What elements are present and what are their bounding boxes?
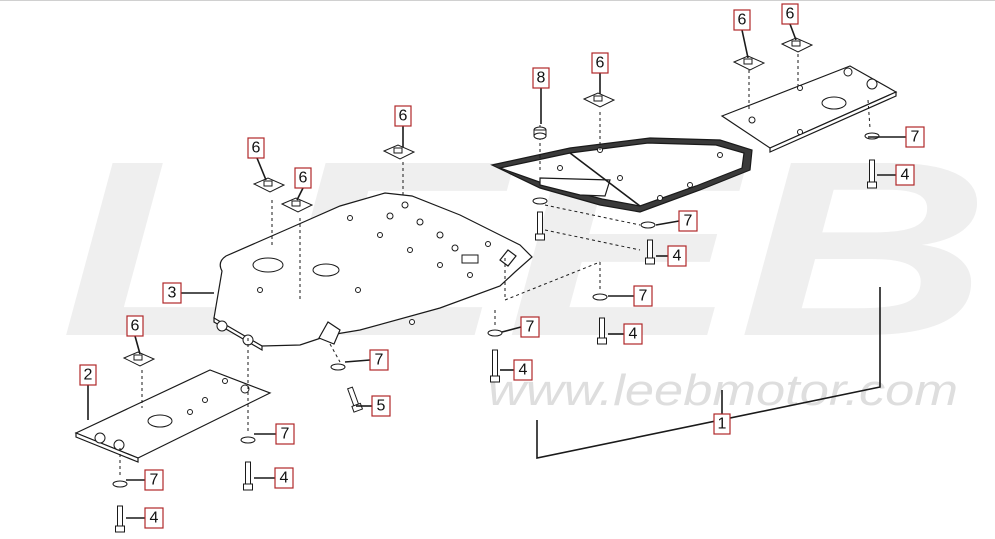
clips bbox=[122, 37, 814, 367]
callout-7: 7 bbox=[520, 316, 540, 338]
nut-8 bbox=[533, 126, 547, 140]
svg-text:4: 4 bbox=[519, 362, 528, 379]
svg-text:6: 6 bbox=[399, 108, 408, 125]
svg-text:6: 6 bbox=[131, 318, 140, 335]
svg-text:4: 4 bbox=[150, 510, 159, 527]
svg-text:7: 7 bbox=[281, 426, 290, 443]
callout-6: 6 bbox=[781, 3, 799, 25]
callout-2: 2 bbox=[79, 364, 97, 386]
callout-6: 6 bbox=[294, 167, 312, 189]
part-plate-left bbox=[74, 369, 272, 463]
svg-text:7: 7 bbox=[375, 352, 384, 369]
svg-text:7: 7 bbox=[150, 472, 159, 489]
callout-4: 4 bbox=[623, 323, 643, 345]
callout-7: 7 bbox=[369, 349, 389, 371]
svg-text:7: 7 bbox=[526, 319, 535, 336]
leader-lines bbox=[87, 23, 906, 519]
callout-6: 6 bbox=[591, 52, 609, 74]
svg-text:4: 4 bbox=[280, 470, 289, 487]
callout-6: 6 bbox=[394, 105, 412, 127]
svg-text:6: 6 bbox=[596, 55, 605, 72]
callouts: 8 6 6 6 6 6 6 6 7 7 7 7 7 7 7 7 4 4 4 4 … bbox=[79, 3, 925, 529]
callout-7: 7 bbox=[144, 469, 164, 491]
svg-text:4: 4 bbox=[673, 248, 682, 265]
callout-3: 3 bbox=[162, 282, 182, 304]
callout-4: 4 bbox=[667, 245, 687, 267]
callout-4: 4 bbox=[513, 359, 533, 381]
part-plate-center bbox=[490, 137, 753, 213]
callout-4: 4 bbox=[144, 507, 164, 529]
washers bbox=[112, 132, 880, 488]
callout-6: 6 bbox=[247, 137, 265, 159]
svg-text:1: 1 bbox=[718, 416, 727, 433]
svg-text:6: 6 bbox=[738, 12, 747, 29]
svg-text:5: 5 bbox=[377, 398, 386, 415]
top-border bbox=[0, 0, 995, 1]
callout-7: 7 bbox=[678, 210, 698, 232]
callout-4: 4 bbox=[274, 467, 294, 489]
svg-text:6: 6 bbox=[786, 6, 795, 23]
svg-text:6: 6 bbox=[299, 170, 308, 187]
callout-6: 6 bbox=[126, 315, 144, 337]
part-plate-right bbox=[720, 65, 898, 153]
watermark-brand: LEEB bbox=[60, 109, 990, 388]
dashed-guides bbox=[119, 54, 871, 478]
watermark-url: www.leebmotor.com bbox=[488, 366, 958, 415]
callout-8: 8 bbox=[532, 67, 550, 89]
callout-5: 5 bbox=[371, 395, 391, 417]
svg-text:7: 7 bbox=[911, 129, 920, 146]
svg-text:4: 4 bbox=[901, 167, 910, 184]
svg-text:4: 4 bbox=[629, 326, 638, 343]
svg-text:8: 8 bbox=[537, 70, 546, 87]
svg-text:3: 3 bbox=[168, 285, 177, 302]
callout-6: 6 bbox=[733, 9, 751, 31]
callout-7: 7 bbox=[633, 285, 653, 307]
svg-text:7: 7 bbox=[639, 288, 648, 305]
callout-7: 7 bbox=[275, 423, 295, 445]
svg-text:2: 2 bbox=[84, 367, 93, 384]
svg-text:6: 6 bbox=[252, 140, 261, 157]
callout-4: 4 bbox=[895, 164, 915, 186]
part-skid-plate-main bbox=[213, 192, 533, 352]
svg-text:7: 7 bbox=[684, 213, 693, 230]
callout-7: 7 bbox=[905, 126, 925, 148]
callout-1: 1 bbox=[713, 413, 731, 435]
